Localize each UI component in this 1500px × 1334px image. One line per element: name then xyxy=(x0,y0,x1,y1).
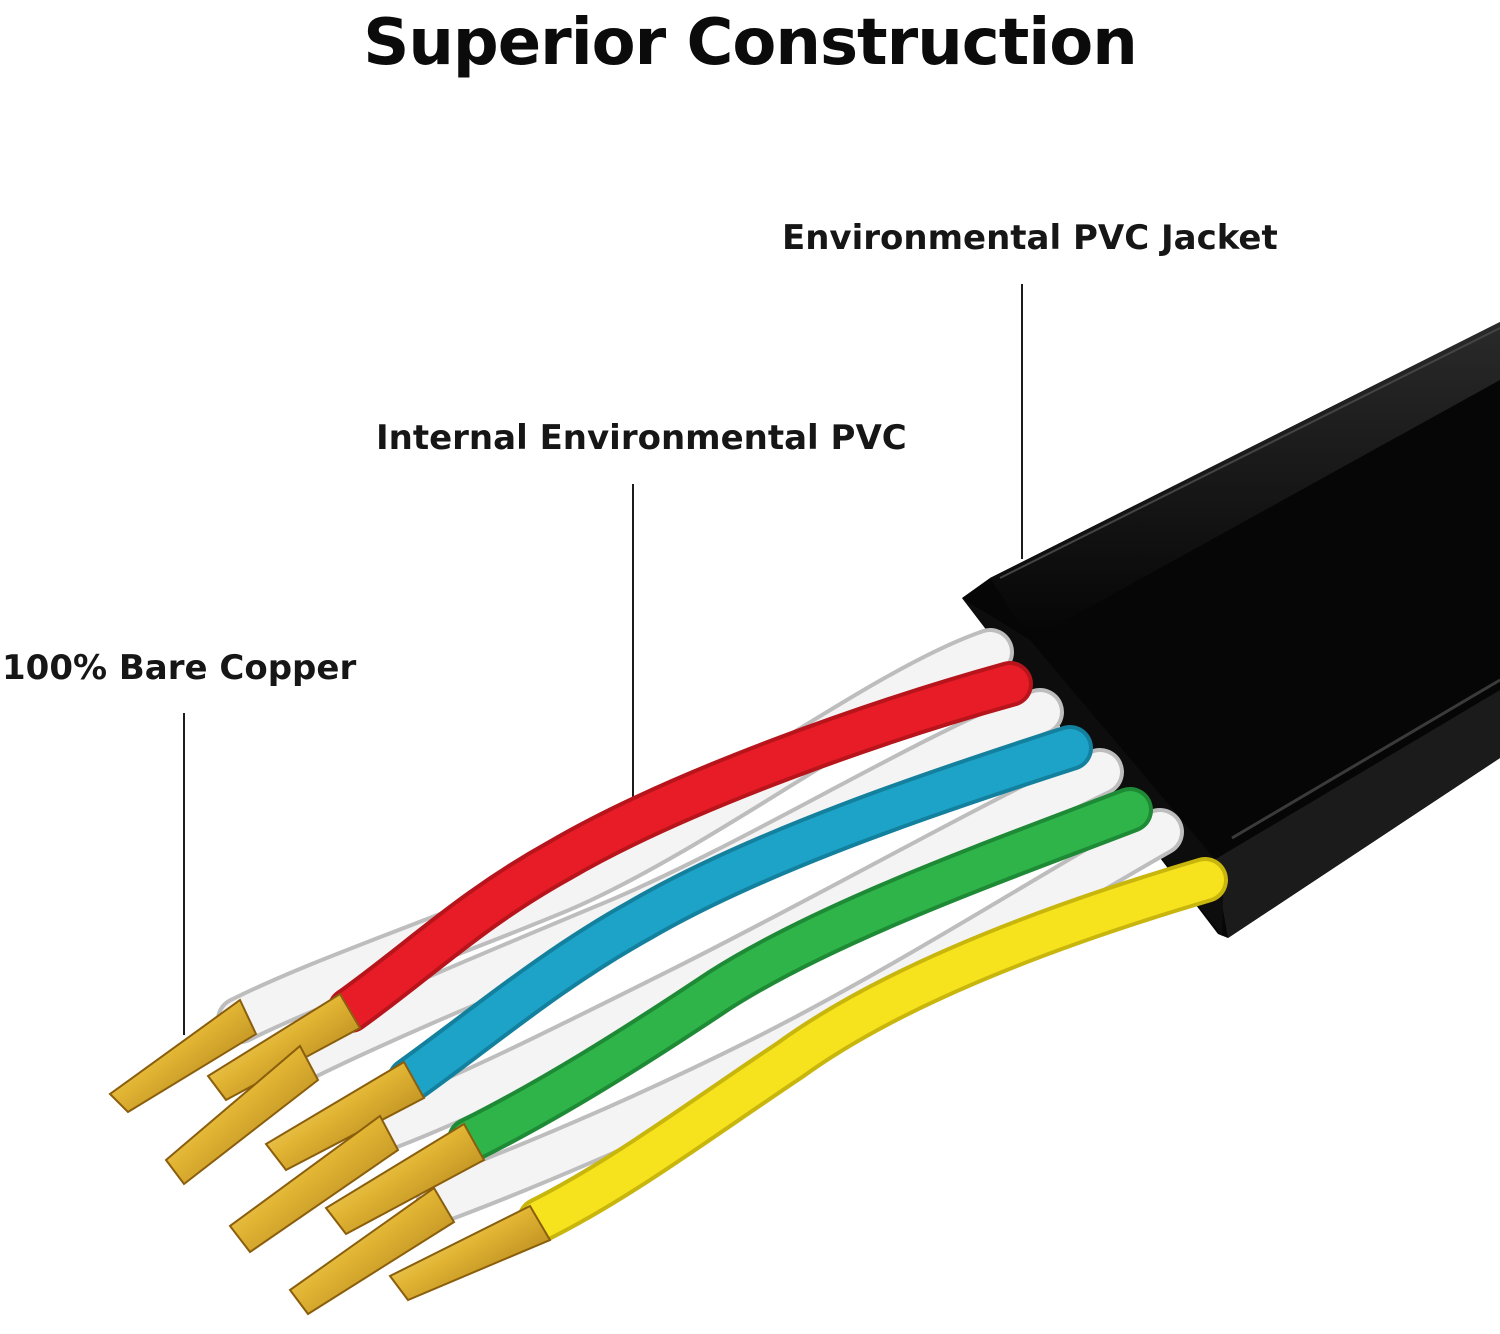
copper-strands xyxy=(108,992,552,1316)
copper-strand-2 xyxy=(206,992,362,1102)
copper-strand-3 xyxy=(164,1044,320,1186)
page-title: Superior Construction xyxy=(363,6,1138,80)
copper-strand-8 xyxy=(388,1204,552,1302)
copper-strand-7 xyxy=(288,1186,456,1316)
wire-red xyxy=(327,661,1033,1033)
copper-strand-1 xyxy=(108,998,258,1114)
wire-yellow xyxy=(517,857,1228,1243)
label-internal-environmental-pvc: Internal Environmental PVC xyxy=(376,418,907,458)
label-bare-copper: 100% Bare Copper xyxy=(2,648,357,688)
label-environmental-pvc-jacket: Environmental PVC Jacket xyxy=(782,218,1278,258)
leader-line-internal-pvc xyxy=(632,484,634,799)
wire-green xyxy=(447,787,1153,1163)
copper-strand-6 xyxy=(324,1122,486,1236)
copper-strand-5 xyxy=(228,1114,400,1254)
copper-strand-4 xyxy=(264,1060,426,1172)
wire-blue xyxy=(387,725,1093,1103)
leader-line-jacket xyxy=(1021,284,1023,559)
leader-line-copper xyxy=(183,713,185,1035)
